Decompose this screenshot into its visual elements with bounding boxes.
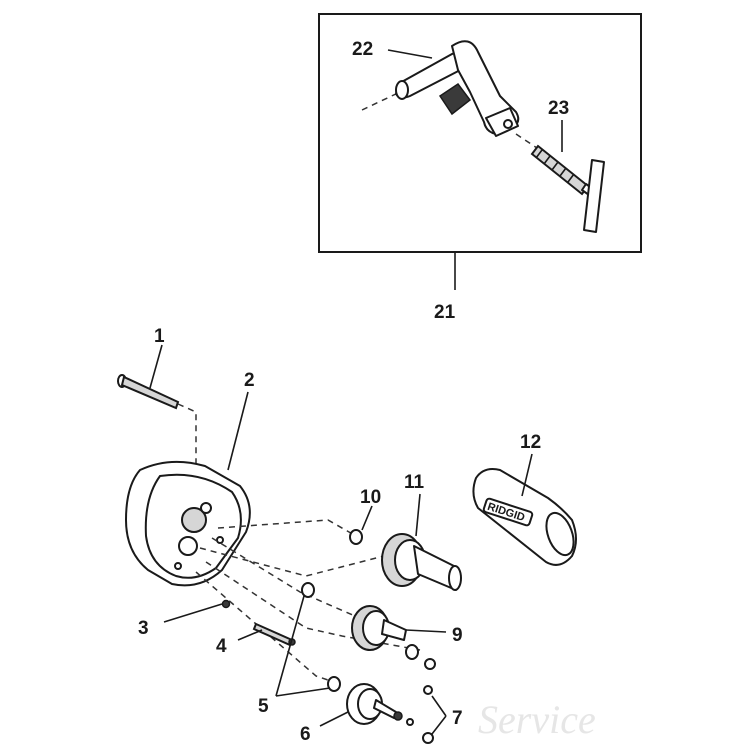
leader-1 bbox=[149, 344, 163, 389]
callout-21: 21 bbox=[434, 302, 456, 323]
part-1-long-screw bbox=[117, 374, 197, 470]
callout-3: 3 bbox=[138, 618, 149, 639]
leader-3 bbox=[163, 603, 223, 623]
part-23-feed-screw bbox=[515, 133, 605, 233]
leader-7 bbox=[431, 695, 447, 735]
part-3-ball bbox=[221, 599, 231, 609]
part-5-bushings bbox=[301, 582, 341, 692]
leader-4 bbox=[237, 629, 263, 641]
part-11-drive-gear bbox=[381, 533, 462, 591]
callout-11: 11 bbox=[404, 472, 425, 493]
callout-1: 1 bbox=[154, 326, 165, 347]
leader-10 bbox=[361, 505, 373, 531]
part-12-handle: RIDGID bbox=[472, 468, 577, 566]
callout-6: 6 bbox=[300, 724, 311, 745]
part-2-gear-housing bbox=[125, 460, 251, 587]
leader-5 bbox=[275, 595, 331, 697]
callout-22: 22 bbox=[352, 39, 373, 60]
part-10-bushing bbox=[349, 529, 363, 545]
part-22-support-arm bbox=[361, 40, 520, 137]
part-7-hardware bbox=[406, 658, 436, 744]
callout-7: 7 bbox=[452, 708, 463, 729]
part-9-gear bbox=[351, 605, 419, 660]
leader-9 bbox=[405, 629, 447, 633]
callout-9: 9 bbox=[452, 625, 463, 646]
callout-12: 12 bbox=[520, 432, 541, 453]
callout-4: 4 bbox=[216, 636, 227, 657]
callout-10: 10 bbox=[360, 487, 381, 508]
part-4-pin bbox=[252, 622, 296, 647]
callout-2: 2 bbox=[244, 370, 255, 391]
watermark: Service bbox=[478, 697, 596, 742]
leader-12 bbox=[521, 453, 533, 497]
callout-5: 5 bbox=[258, 696, 269, 717]
leader-2 bbox=[227, 391, 249, 471]
leader-6 bbox=[319, 711, 349, 727]
leader-11 bbox=[415, 493, 421, 537]
part-6-gear bbox=[346, 683, 403, 725]
callout-23: 23 bbox=[548, 98, 569, 119]
assembly-lines bbox=[195, 519, 421, 685]
leader-22 bbox=[387, 49, 433, 59]
inset-assembly-21: 22 23 bbox=[318, 13, 642, 253]
